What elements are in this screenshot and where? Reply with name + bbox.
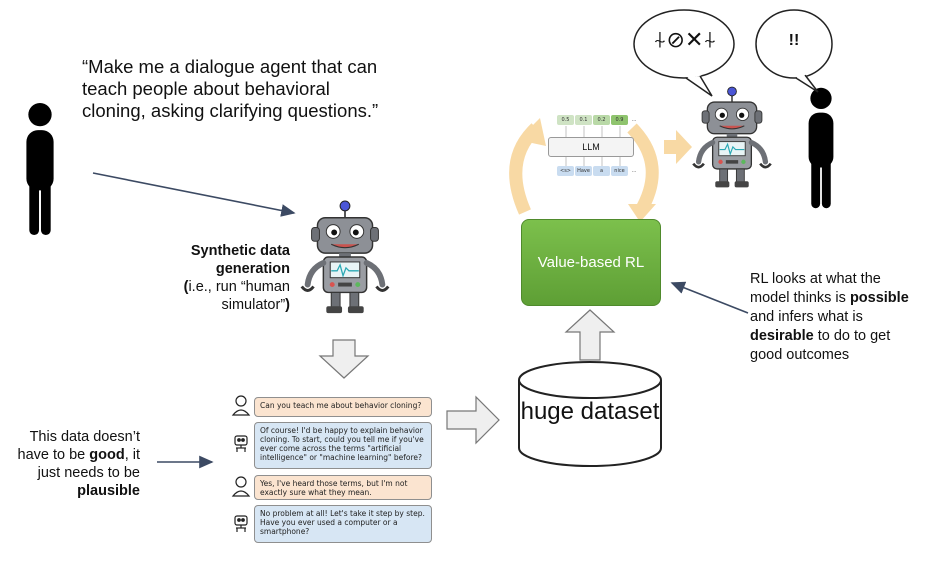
speech-bubble-exclaim [755, 9, 833, 93]
bot-avatar-icon [234, 515, 248, 532]
human-left-icon [26, 102, 54, 236]
llm-box: LLM [548, 137, 634, 157]
llm-output-token: 0.9 [611, 115, 628, 125]
dialogue-user-message: Can you teach me about behavior cloning? [254, 397, 432, 417]
dataset-label: huge dataset [520, 398, 660, 425]
dataset-cylinder [518, 361, 662, 467]
llm-input-token: a [593, 166, 610, 176]
llm-input-token: <s> [557, 166, 574, 176]
data-quality-note: This data doesn’t have to be good, it ju… [17, 429, 141, 499]
llm-output-token: 0.5 [557, 115, 574, 125]
user-avatar-icon [231, 476, 251, 497]
robot-agent-icon [693, 87, 770, 187]
llm-input-token: nice [611, 166, 628, 176]
value-based-rl-box: Value-based RL [521, 219, 661, 306]
orange-arc-right [627, 123, 659, 216]
synthetic-data-label: Synthetic data generation (i.e., run “hu… [183, 243, 290, 313]
llm-input-token: Have [575, 166, 592, 176]
robot-generator-icon [302, 201, 389, 313]
up-block-arrow [564, 309, 616, 361]
down-block-arrow [318, 339, 370, 379]
user-avatar-icon [231, 395, 251, 416]
request-arrow [92, 172, 296, 217]
right-block-arrow [446, 395, 500, 445]
llm-output-token: ... [631, 117, 637, 123]
rl-explanation-note: RL looks at what the model thinks is pos… [750, 271, 909, 363]
llm-output-token: 0.2 [593, 115, 610, 125]
speech-bubble-glyphs [633, 9, 735, 97]
synthetic-data-detail: i.e., run “human simulator” [188, 279, 290, 313]
dialogue-user-message: Yes, I've heard those terms, but I'm not… [254, 475, 432, 500]
human-right-icon [808, 87, 834, 209]
llm-output-token: 0.1 [575, 115, 592, 125]
llm-input-token: ... [631, 168, 637, 174]
user-request-quote: “Make me a dialogue agent that can teach… [82, 56, 379, 121]
rl-note-arrow [670, 281, 749, 314]
bubble-exclaim-text: !! [788, 32, 800, 49]
bot-avatar-icon [234, 435, 248, 452]
synthetic-data-title: Synthetic data generation [190, 243, 290, 277]
bubble-glyphs-text: ⍭⊘✕⍭ [653, 28, 717, 53]
dialogue-bot-message: No problem at all! Let's take it step by… [254, 505, 432, 543]
dialogue-bot-message: Of course! I'd be happy to explain behav… [254, 422, 432, 469]
orange-arrow-to-robot [664, 130, 692, 164]
